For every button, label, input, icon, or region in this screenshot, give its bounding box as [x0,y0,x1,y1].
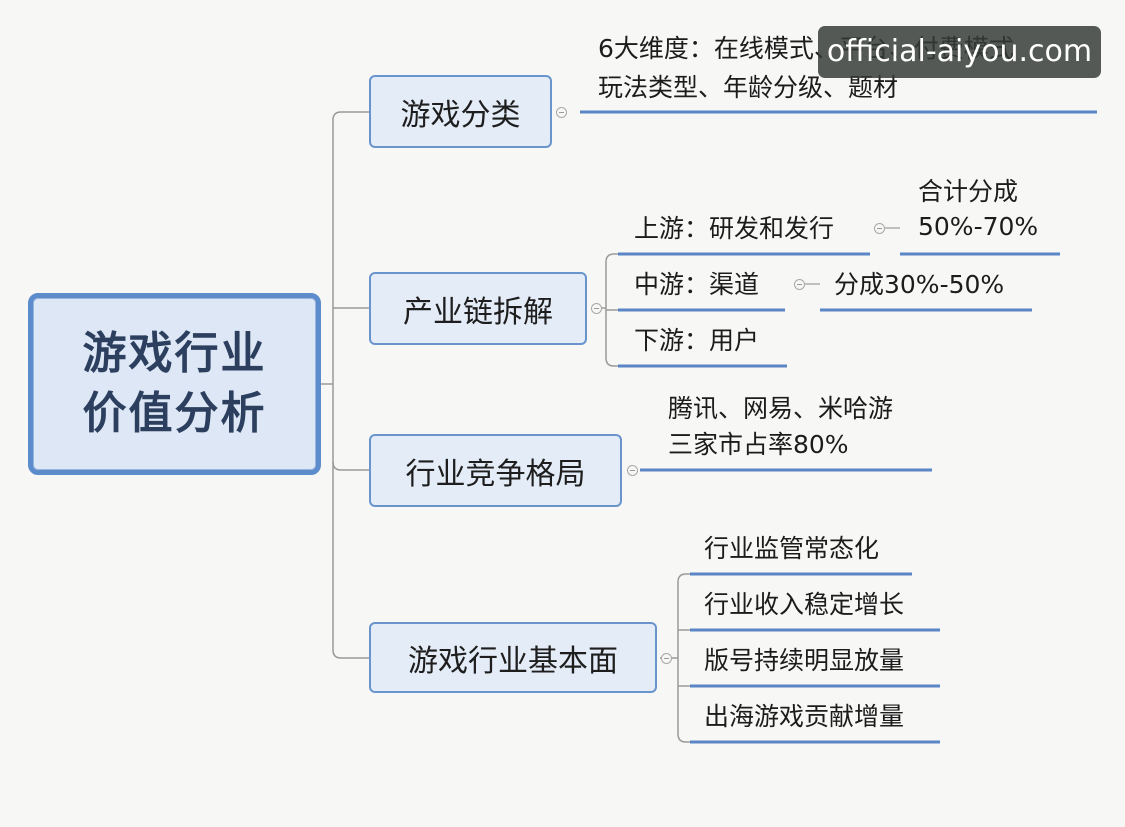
collapse-toggle-icon[interactable] [874,223,885,234]
competition-detail-line2: 三家市占率80% [668,430,849,459]
watermark-overlay: official-aiyou.com [818,26,1101,78]
collapse-toggle-icon[interactable] [556,107,567,118]
branch-fundamentals[interactable]: 游戏行业基本面 [369,622,657,693]
fundamentals-item[interactable]: 行业监管常态化 [704,534,880,563]
branch-industry-chain-label: 产业链拆解 [403,294,553,330]
collapse-toggle-icon[interactable] [661,653,672,664]
fundamentals-item[interactable]: 行业收入稳定增长 [704,590,905,619]
root-title-line2: 价值分析 [82,388,267,439]
competition-detail-line1: 腾讯、网易、米哈游 [668,394,894,423]
collapse-toggle-icon[interactable] [794,279,805,290]
upstream-note-line1: 合计分成 [918,177,1019,206]
branch-fundamentals-label: 游戏行业基本面 [408,643,618,679]
collapse-toggle-icon[interactable] [591,303,602,314]
branch-competition-label: 行业竞争格局 [405,456,586,492]
root-node[interactable]: 游戏行业 价值分析 [28,293,321,475]
trunk-vertical [332,111,370,659]
branch-industry-chain[interactable]: 产业链拆解 [369,272,587,345]
midstream-note: 分成30%-50% [834,270,1005,299]
branch-competition[interactable]: 行业竞争格局 [369,434,622,507]
branch-classification-label: 游戏分类 [400,97,521,133]
trunk-to-competition [332,461,370,471]
upstream-note-line2: 50%-70% [918,212,1039,241]
collapse-toggle-icon[interactable] [627,465,638,476]
branch-classification[interactable]: 游戏分类 [369,75,552,148]
root-title-line1: 游戏行业 [82,328,267,379]
downstream-label[interactable]: 下游：用户 [634,326,760,355]
fundamentals-item[interactable]: 出海游戏贡献增量 [704,702,905,731]
upstream-label[interactable]: 上游：研发和发行 [634,214,835,243]
fundamentals-item[interactable]: 版号持续明显放量 [704,646,905,675]
midstream-label[interactable]: 中游：渠道 [634,270,760,299]
